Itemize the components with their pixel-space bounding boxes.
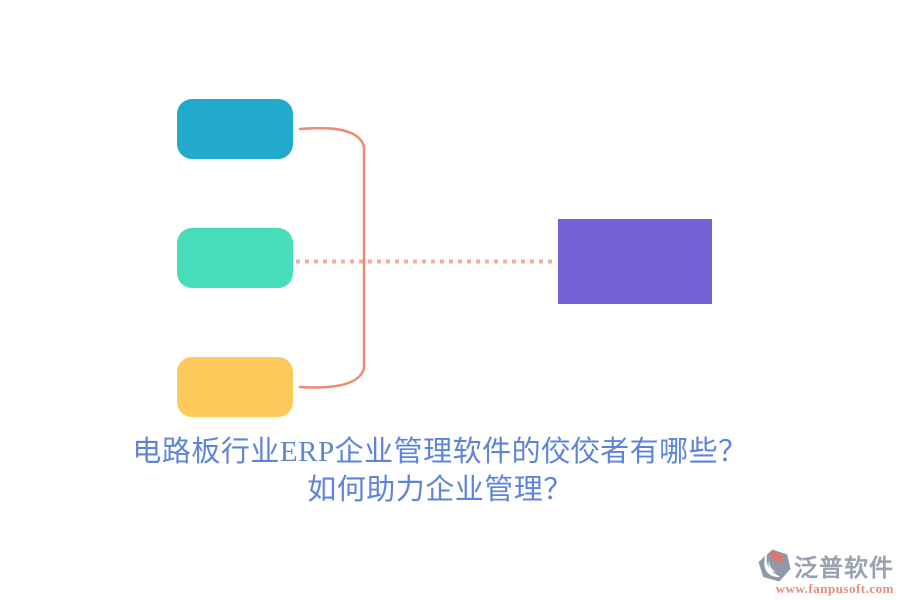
page-title-line2: 如何助力企业管理？ <box>307 474 573 506</box>
fanpu-logo-icon <box>758 549 791 582</box>
node-branch-middle <box>177 228 293 288</box>
page-title: 电路板行业ERP企业管理软件的佼佼者有哪些？ 如何助力企业管理？ <box>0 433 880 509</box>
page-title-line1: 电路板行业ERP企业管理软件的佼佼者有哪些？ <box>132 436 748 468</box>
watermark-url: www.fanpusoft.com <box>775 581 894 596</box>
node-branch-bottom <box>177 357 293 417</box>
node-branch-top <box>177 99 293 159</box>
bracket-connector <box>298 126 366 389</box>
node-root <box>558 219 712 304</box>
watermark: 泛普软件 www.fanpusoft.com <box>756 548 894 597</box>
watermark-brand: 泛普软件 <box>794 555 894 582</box>
